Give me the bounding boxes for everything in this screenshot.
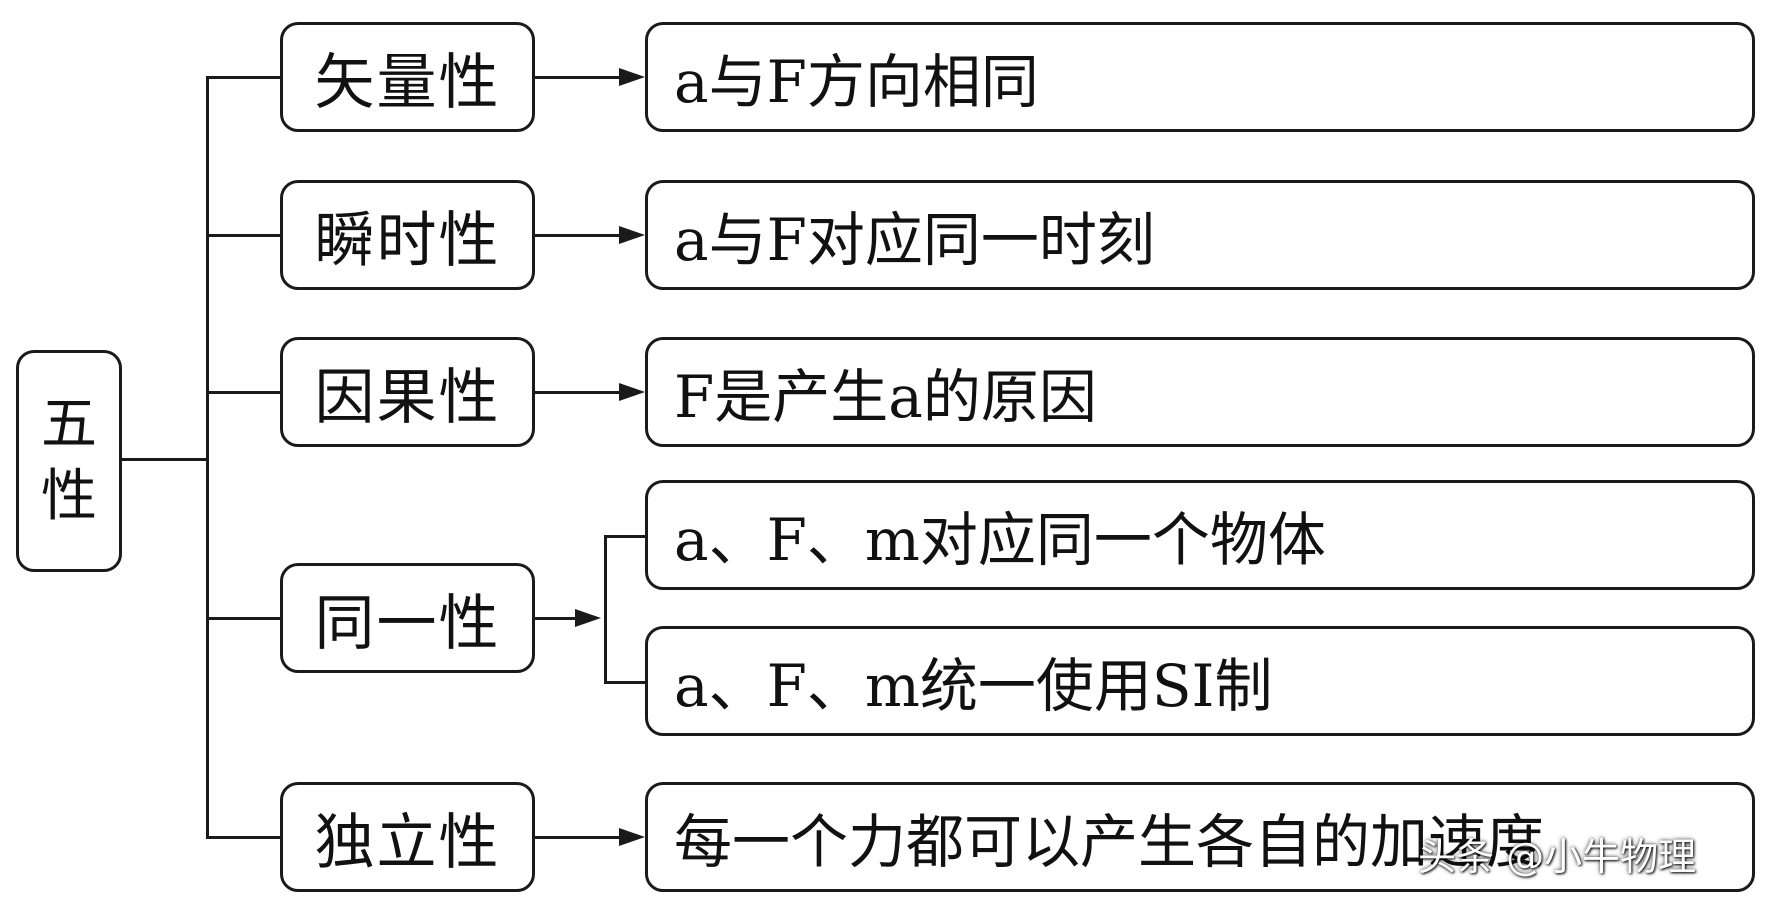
detail-box-causal: F是产生a的原因: [645, 337, 1755, 447]
branch-stub-2: [206, 234, 280, 237]
detail-text: F是产生a的原因: [674, 363, 1097, 431]
arrow-head-3: [619, 383, 645, 401]
arrow-shaft-1: [535, 76, 625, 79]
branch-stub-4: [206, 617, 280, 620]
detail-box-identity-object: a、F、m对应同一个物体: [645, 480, 1755, 590]
branch-stub-1: [206, 76, 280, 79]
detail-text: a、F、m对应同一个物体: [674, 506, 1326, 574]
property-box-instantaneous: 瞬时性: [280, 180, 535, 290]
detail-text: a与F对应同一时刻: [674, 206, 1155, 274]
arrow-head-4: [575, 609, 601, 627]
arrow-shaft-4: [535, 617, 575, 620]
trunk-line: [206, 76, 209, 836]
property-box-causal: 因果性: [280, 337, 535, 447]
property-box-independence: 独立性: [280, 782, 535, 892]
split-bracket-vertical: [604, 535, 607, 684]
arrow-head-5: [619, 828, 645, 846]
detail-box-vector: a与F方向相同: [645, 22, 1755, 132]
detail-text: 每一个力都可以产生各自的加速度: [674, 808, 1545, 876]
root-label-2: 性: [41, 464, 97, 529]
arrow-head-1: [619, 68, 645, 86]
arrow-shaft-3: [535, 391, 625, 394]
property-label: 瞬时性: [314, 205, 501, 276]
property-box-identity: 同一性: [280, 563, 535, 673]
property-label: 矢量性: [314, 47, 501, 118]
watermark-text: 头条 @小牛物理: [1418, 835, 1697, 879]
connector-root-trunk: [122, 458, 208, 461]
property-label: 独立性: [314, 807, 501, 878]
root-label-1: 五: [41, 392, 97, 457]
detail-text: a、F、m统一使用SI制: [674, 652, 1273, 720]
split-bracket-top: [604, 535, 645, 538]
detail-text: a与F方向相同: [674, 48, 1039, 116]
detail-box-identity-units: a、F、m统一使用SI制: [645, 626, 1755, 736]
split-bracket-bottom: [604, 681, 645, 684]
property-label: 同一性: [314, 588, 501, 659]
arrow-shaft-5: [535, 836, 625, 839]
branch-stub-5: [206, 836, 280, 839]
root-node: 五 性: [16, 350, 122, 572]
property-box-vector: 矢量性: [280, 22, 535, 132]
branch-stub-3: [206, 391, 280, 394]
detail-box-instantaneous: a与F对应同一时刻: [645, 180, 1755, 290]
arrow-shaft-2: [535, 234, 625, 237]
detail-box-independence: 每一个力都可以产生各自的加速度: [645, 782, 1755, 892]
arrow-head-2: [619, 226, 645, 244]
property-label: 因果性: [314, 362, 501, 433]
